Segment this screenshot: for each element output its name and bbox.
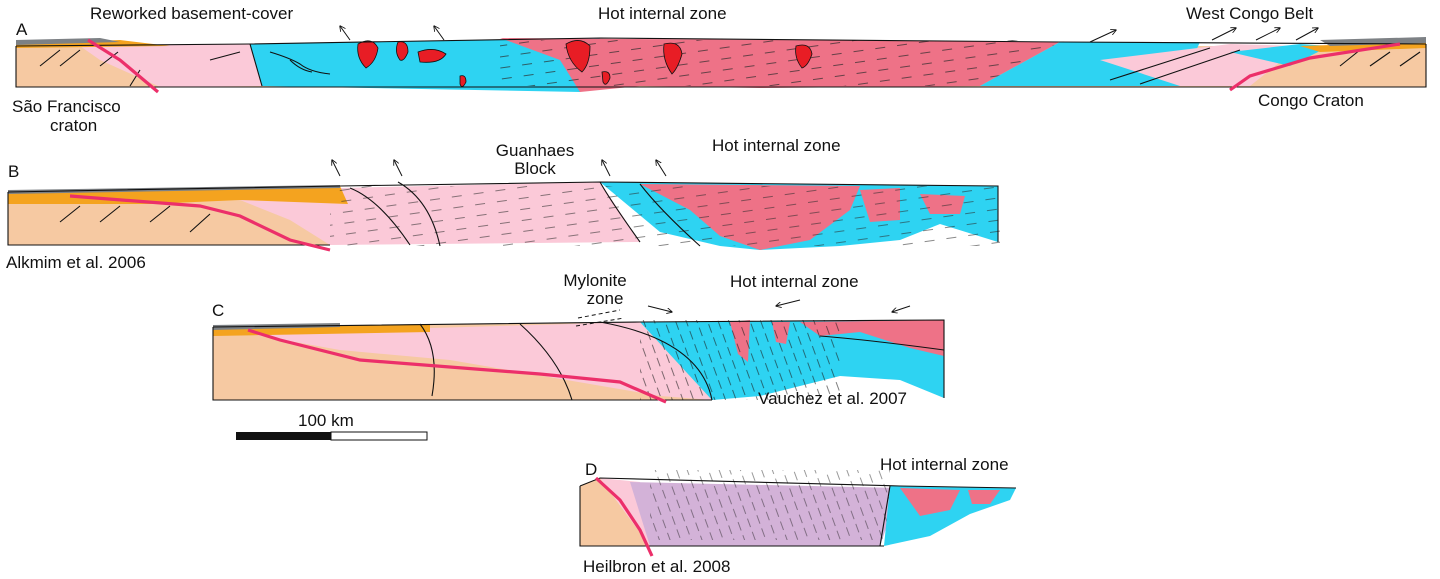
mylonite-shear-c	[575, 299, 911, 327]
guanhaes-label-line2: Block	[514, 159, 556, 178]
congo-craton-label: Congo Craton	[1258, 91, 1364, 110]
hot-internal-zone-d-label: Hot internal zone	[880, 455, 1009, 474]
heilbron-citation: Heilbron et al. 2008	[583, 557, 731, 576]
mylonite-label-line1: Mylonite	[563, 271, 627, 290]
scale-bar-label: 100 km	[298, 411, 354, 430]
section-b	[7, 160, 1000, 252]
panel-a-letter: A	[16, 20, 28, 39]
reworked-basement-label: Reworked basement-cover	[90, 4, 294, 23]
hot-zone-d	[900, 488, 960, 516]
structure-lines-c	[212, 319, 945, 401]
thrust-a-left	[87, 38, 160, 94]
hot-internal-zone-a-label: Hot internal zone	[598, 4, 727, 23]
thrust-a-right	[1229, 42, 1401, 92]
thrust-d	[594, 476, 654, 557]
section-a	[15, 26, 1427, 94]
west-congo-belt-label: West Congo Belt	[1186, 4, 1314, 23]
panel-b-letter: B	[8, 162, 20, 181]
shear-arrows-a	[340, 26, 1318, 43]
basement-fill-a-left	[80, 44, 262, 87]
hot-internal-zone-c-label: Hot internal zone	[730, 272, 859, 291]
panel-d-letter: D	[585, 460, 598, 479]
structure-lines-a	[15, 37, 1427, 88]
hot-internal-zone-b-label: Hot internal zone	[712, 136, 841, 155]
cyan-zone-a-right	[980, 42, 1200, 86]
sao-francisco-label-line2: craton	[50, 116, 98, 135]
shear-arrows-b	[332, 160, 667, 177]
plutons-a	[357, 40, 813, 87]
sao-francisco-label-line1: São Francisco	[12, 97, 121, 116]
structure-lines-b	[7, 181, 999, 247]
section-d	[579, 470, 1017, 557]
section-c	[212, 299, 945, 404]
structure-lines-d	[579, 477, 1017, 547]
mylonite-label-line2: zone	[586, 289, 624, 308]
alkmim-citation: Alkmim et al. 2006	[6, 253, 146, 272]
scale-bar	[236, 431, 428, 441]
vauchez-citation: Vauchez et al. 2007	[758, 389, 908, 408]
thrust-b	[69, 194, 331, 252]
guanhaes-label-line1: Guanhaes	[495, 141, 575, 160]
thrust-c	[247, 328, 667, 404]
panel-c-letter: C	[212, 301, 225, 320]
craton-fill-d	[580, 478, 650, 546]
